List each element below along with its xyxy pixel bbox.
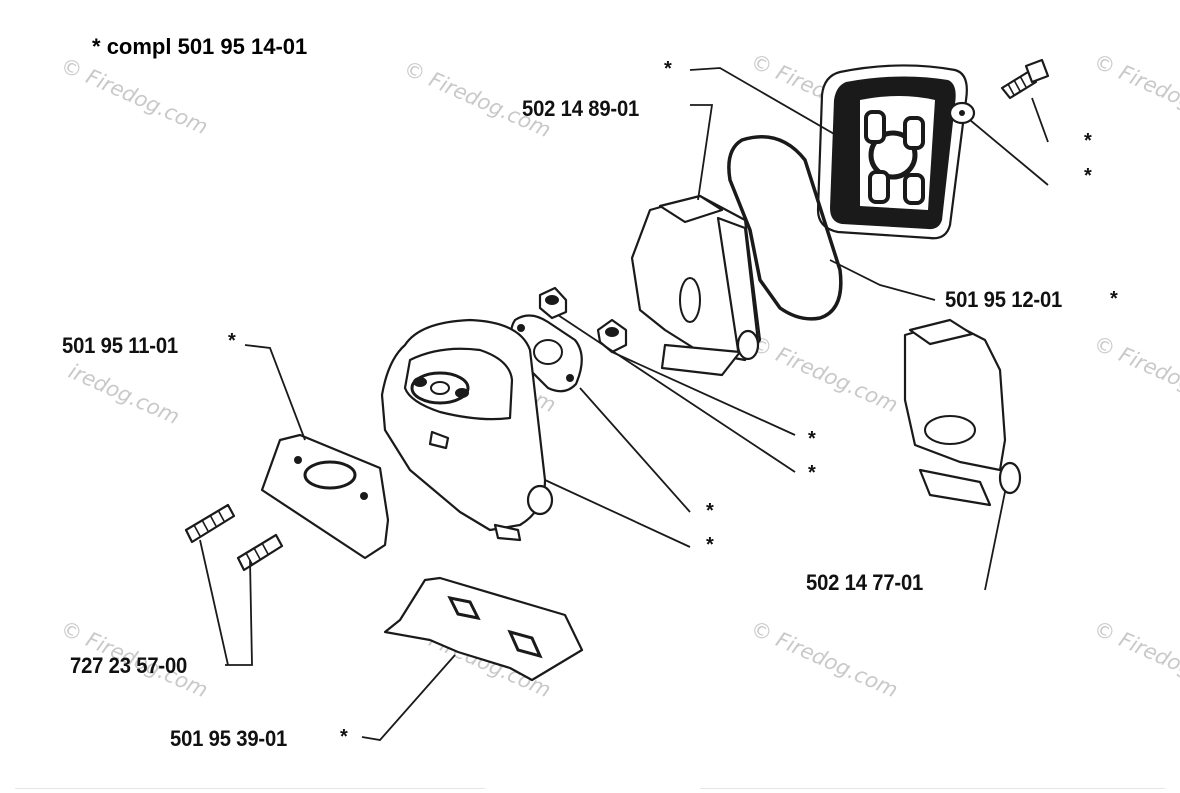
inlet-part — [903, 318, 1022, 507]
screw-part — [1000, 58, 1050, 100]
kit-marker: * — [228, 330, 236, 352]
part-number-label: 502 14 77-01 — [806, 570, 924, 595]
kit-marker: * — [1084, 130, 1092, 152]
nut-part — [596, 318, 628, 354]
kit-marker: * — [664, 58, 672, 80]
divider — [15, 788, 485, 789]
gasket-part — [509, 314, 583, 393]
stud-bolt-part — [236, 533, 284, 572]
kit-marker: * — [1110, 288, 1118, 310]
leader-lines — [199, 67, 1049, 741]
assembly-note: * compl 501 95 14-01 — [92, 34, 308, 59]
kit-marker: * — [808, 428, 816, 450]
kit-marker: * — [808, 462, 816, 484]
kit-marker: * — [706, 500, 714, 522]
filter-holder-part — [630, 194, 762, 377]
intake-housing-part — [380, 318, 554, 542]
filter-element-part — [727, 135, 843, 321]
nut-part — [538, 286, 568, 320]
kit-marker: * — [340, 726, 348, 748]
washer-part — [948, 101, 976, 125]
filter-cover-part — [816, 64, 968, 240]
part-number-label: 502 14 89-01 — [522, 96, 640, 121]
part-number-label: 501 95 12-01 — [945, 287, 1063, 312]
divider — [700, 788, 1165, 789]
part-number-label: 501 95 11-01 — [62, 333, 178, 358]
part-number-label: 727 23 57-00 — [70, 653, 188, 678]
part-number-label: 501 95 39-01 — [170, 726, 288, 751]
guide-plate-part — [383, 576, 584, 682]
stud-bolt-part — [184, 503, 236, 544]
kit-marker: * — [706, 534, 714, 556]
flange-plate-part — [260, 433, 390, 560]
kit-marker: * — [1084, 165, 1092, 187]
